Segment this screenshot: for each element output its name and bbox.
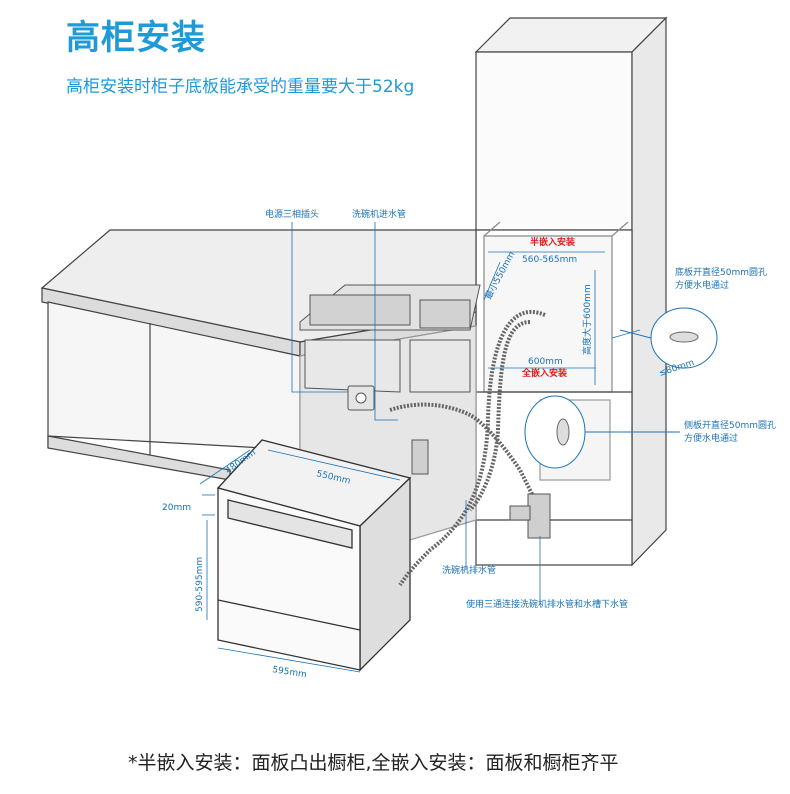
- page-subtitle: 高柜安装时柜子底板能承受的重量要大于52kg: [66, 77, 415, 97]
- bottom-hole-detail: [619, 307, 718, 369]
- tall-cabinet: [474, 16, 668, 567]
- power-socket: [347, 385, 375, 411]
- dishwasher: [216, 439, 412, 672]
- dimension-lines: [199, 251, 605, 673]
- side-hole-label-line1: 侧板开直径50mm圆孔: [684, 419, 776, 431]
- page-title: 高柜安装: [66, 18, 206, 58]
- dim-dw-width: 595mm: [272, 665, 308, 680]
- hoses: [389, 309, 546, 587]
- power-socket-label: 电源三相插头: [265, 208, 319, 220]
- side-hole-label-line2: 方便水电通过: [684, 432, 738, 444]
- tee-fitting: [411, 439, 551, 539]
- bottom-hole-label-line1: 底板开直径50mm圆孔: [675, 266, 767, 278]
- dim-cab-height: 高度大于600mm: [581, 284, 593, 355]
- semi-embedded-label: 半嵌入安装: [530, 236, 576, 248]
- tee-label: 使用三通连接洗碗机排水管和水槽下水管: [466, 598, 628, 610]
- dim-cab-width: 560-565mm: [522, 255, 577, 265]
- dim-cab-depth-full: 600mm: [528, 357, 563, 367]
- footer-note: *半嵌入安装：面板凸出橱柜,全嵌入安装：面板和橱柜齐平: [128, 752, 619, 774]
- bottom-hole-label-line2: 方便水电通过: [675, 279, 729, 291]
- leader-lines: [291, 222, 641, 605]
- dim-dw-panel-gap: 20mm: [162, 503, 191, 513]
- sink: [299, 284, 481, 393]
- full-embedded-label: 全嵌入安装: [521, 367, 568, 379]
- drain-hose-label: 洗碗机排水管: [442, 564, 496, 576]
- side-hole-detail: [524, 395, 680, 469]
- inlet-hose-label: 洗碗机进水管: [352, 208, 406, 220]
- dim-dw-height: 590-595mm: [195, 557, 205, 612]
